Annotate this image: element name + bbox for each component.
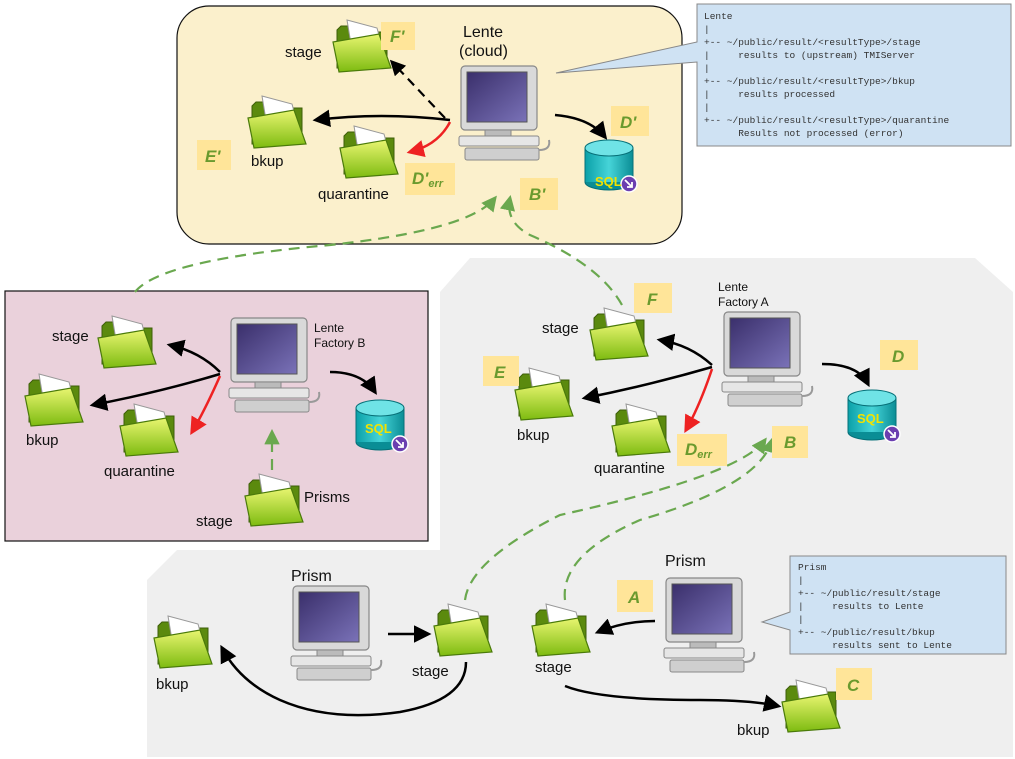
cloud-callout-line-9: Results not processed (error)	[704, 128, 904, 139]
cloud-db-label: SQL	[595, 174, 622, 189]
arrow-factory-a-to-cloud	[499, 194, 623, 306]
cloud-tag-e: E'	[205, 147, 221, 166]
prism-callout-line-2: +-- ~/public/result/stage	[798, 588, 941, 599]
prism-callout: Prism | +-- ~/public/result/stage | resu…	[760, 555, 1007, 655]
prism-left-computer-icon	[290, 585, 383, 681]
factory-a-title-line1: Lente	[718, 280, 748, 294]
cloud-quarantine-label: quarantine	[318, 186, 389, 203]
factory-b-prisms-stage-label: stage	[196, 513, 233, 530]
factory-a-tag-d: D	[892, 347, 904, 366]
cloud-callout-line-5: +-- ~/public/result/<resultType>/bkup	[704, 76, 915, 87]
factory-b-quarantine-label: quarantine	[104, 463, 175, 480]
arrow-factory-a-to-db	[821, 362, 870, 388]
factory-a-db-label: SQL	[857, 411, 884, 426]
factory-b-title-line2: Factory B	[314, 336, 365, 350]
arrow-factory-b-to-db	[329, 370, 377, 395]
cloud-callout-line-7: |	[704, 102, 710, 113]
factory-a-bkup-label: bkup	[517, 427, 550, 444]
factory-a-group: Lente Factory A stage bkup quarantine SQ…	[483, 280, 918, 477]
prism-left-group: Prism stage bkup	[153, 568, 493, 717]
prism-callout-line-4: |	[798, 614, 804, 625]
cloud-callout-line-2: +-- ~/public/result/<resultType>/stage	[704, 37, 921, 48]
prism-callout-line-5: +-- ~/public/result/bkup	[798, 627, 935, 638]
factory-b-db-label: SQL	[365, 421, 392, 436]
arrow-cloud-to-quarantine	[406, 121, 452, 158]
factory-b-group: Lente Factory B stage bkup quarantine SQ…	[24, 315, 409, 530]
arrow-cloud-to-bkup	[312, 109, 451, 127]
factory-a-tag-derr: Derr	[685, 440, 713, 461]
arrow-cloud-to-stage	[389, 59, 446, 119]
factory-b-prisms-label: Prisms	[304, 489, 350, 506]
cloud-title-line1: Lente	[463, 24, 503, 41]
prism-right-title: Prism	[665, 553, 706, 570]
cloud-callout: Lente | +-- ~/public/result/<resultType>…	[555, 3, 1012, 147]
cloud-callout-line-0: Lente	[704, 11, 733, 22]
factory-b-stage-label: stage	[52, 328, 89, 345]
prism-callout-line-6: results sent to Lente	[798, 640, 952, 651]
prism-left-title: Prism	[291, 568, 332, 585]
prism-right-tag-a: A	[627, 588, 640, 607]
factory-a-tag-e: E	[494, 363, 506, 382]
factory-b-computer-icon	[228, 317, 321, 413]
cloud-tag-derr: D'err	[412, 169, 444, 190]
arrow-factory-b-to-cloud	[134, 195, 497, 293]
factory-b-bkup-label: bkup	[26, 432, 59, 449]
prism-right-computer-icon	[663, 577, 756, 673]
cloud-tag-d: D'	[620, 113, 637, 132]
factory-a-title-line2: Factory A	[718, 295, 769, 309]
prism-right-stage-label: stage	[535, 659, 572, 676]
cloud-callout-line-6: | results processed	[704, 89, 835, 100]
cloud-callout-line-3: | results to (upstream) TMIServer	[704, 50, 915, 61]
arrow-factory-b-to-quarantine	[190, 375, 222, 436]
arrow-cloud-to-db	[554, 113, 608, 140]
prism-right-bkup-label: bkup	[737, 722, 770, 739]
arrow-factory-a-to-bkup	[581, 365, 713, 404]
arrow-prism-right-to-stage	[594, 618, 656, 635]
cloud-bkup-label: bkup	[251, 153, 284, 170]
cloud-callout-line-4: |	[704, 63, 710, 74]
prism-right-tag-c: C	[847, 676, 860, 695]
factory-a-tag-b: B	[784, 433, 796, 452]
arrow-prism-right-to-factory-a	[563, 437, 777, 601]
prism-callout-line-1: |	[798, 575, 804, 586]
arrow-factory-a-to-stage	[656, 333, 713, 366]
factory-a-quarantine-label: quarantine	[594, 460, 665, 477]
prism-callout-line-0: Prism	[798, 562, 827, 573]
prism-callout-line-3: | results to Lente	[798, 601, 924, 612]
cloud-stage-label: stage	[285, 44, 322, 61]
arrow-prism-right-stage-to-bkup	[564, 684, 782, 712]
cloud-tag-b: B'	[529, 185, 546, 204]
factory-a-computer-icon	[721, 311, 814, 407]
arrow-prism-left-stage-to-bkup	[220, 644, 468, 717]
factory-a-tag-f: F	[647, 290, 658, 309]
cloud-tag-f: F'	[390, 27, 405, 46]
cloud-computer-icon	[458, 65, 551, 161]
factory-a-stage-label: stage	[542, 320, 579, 337]
cloud-callout-line-1: |	[704, 24, 710, 35]
cloud-lente-group: Lente (cloud) stage bkup quarantine SQL …	[197, 19, 649, 210]
cloud-title-line2: (cloud)	[459, 43, 508, 60]
prism-left-stage-label: stage	[412, 663, 449, 680]
arrow-factory-b-to-bkup	[89, 372, 221, 411]
arrow-factory-a-to-quarantine	[684, 368, 714, 434]
prism-right-group: Prism stage bkup A C	[531, 553, 872, 739]
factory-b-title-line1: Lente	[314, 321, 344, 335]
prism-left-bkup-label: bkup	[156, 676, 189, 693]
cloud-callout-line-8: +-- ~/public/result/<resultType>/quarant…	[704, 115, 949, 126]
arrow-factory-b-to-stage	[166, 339, 221, 373]
